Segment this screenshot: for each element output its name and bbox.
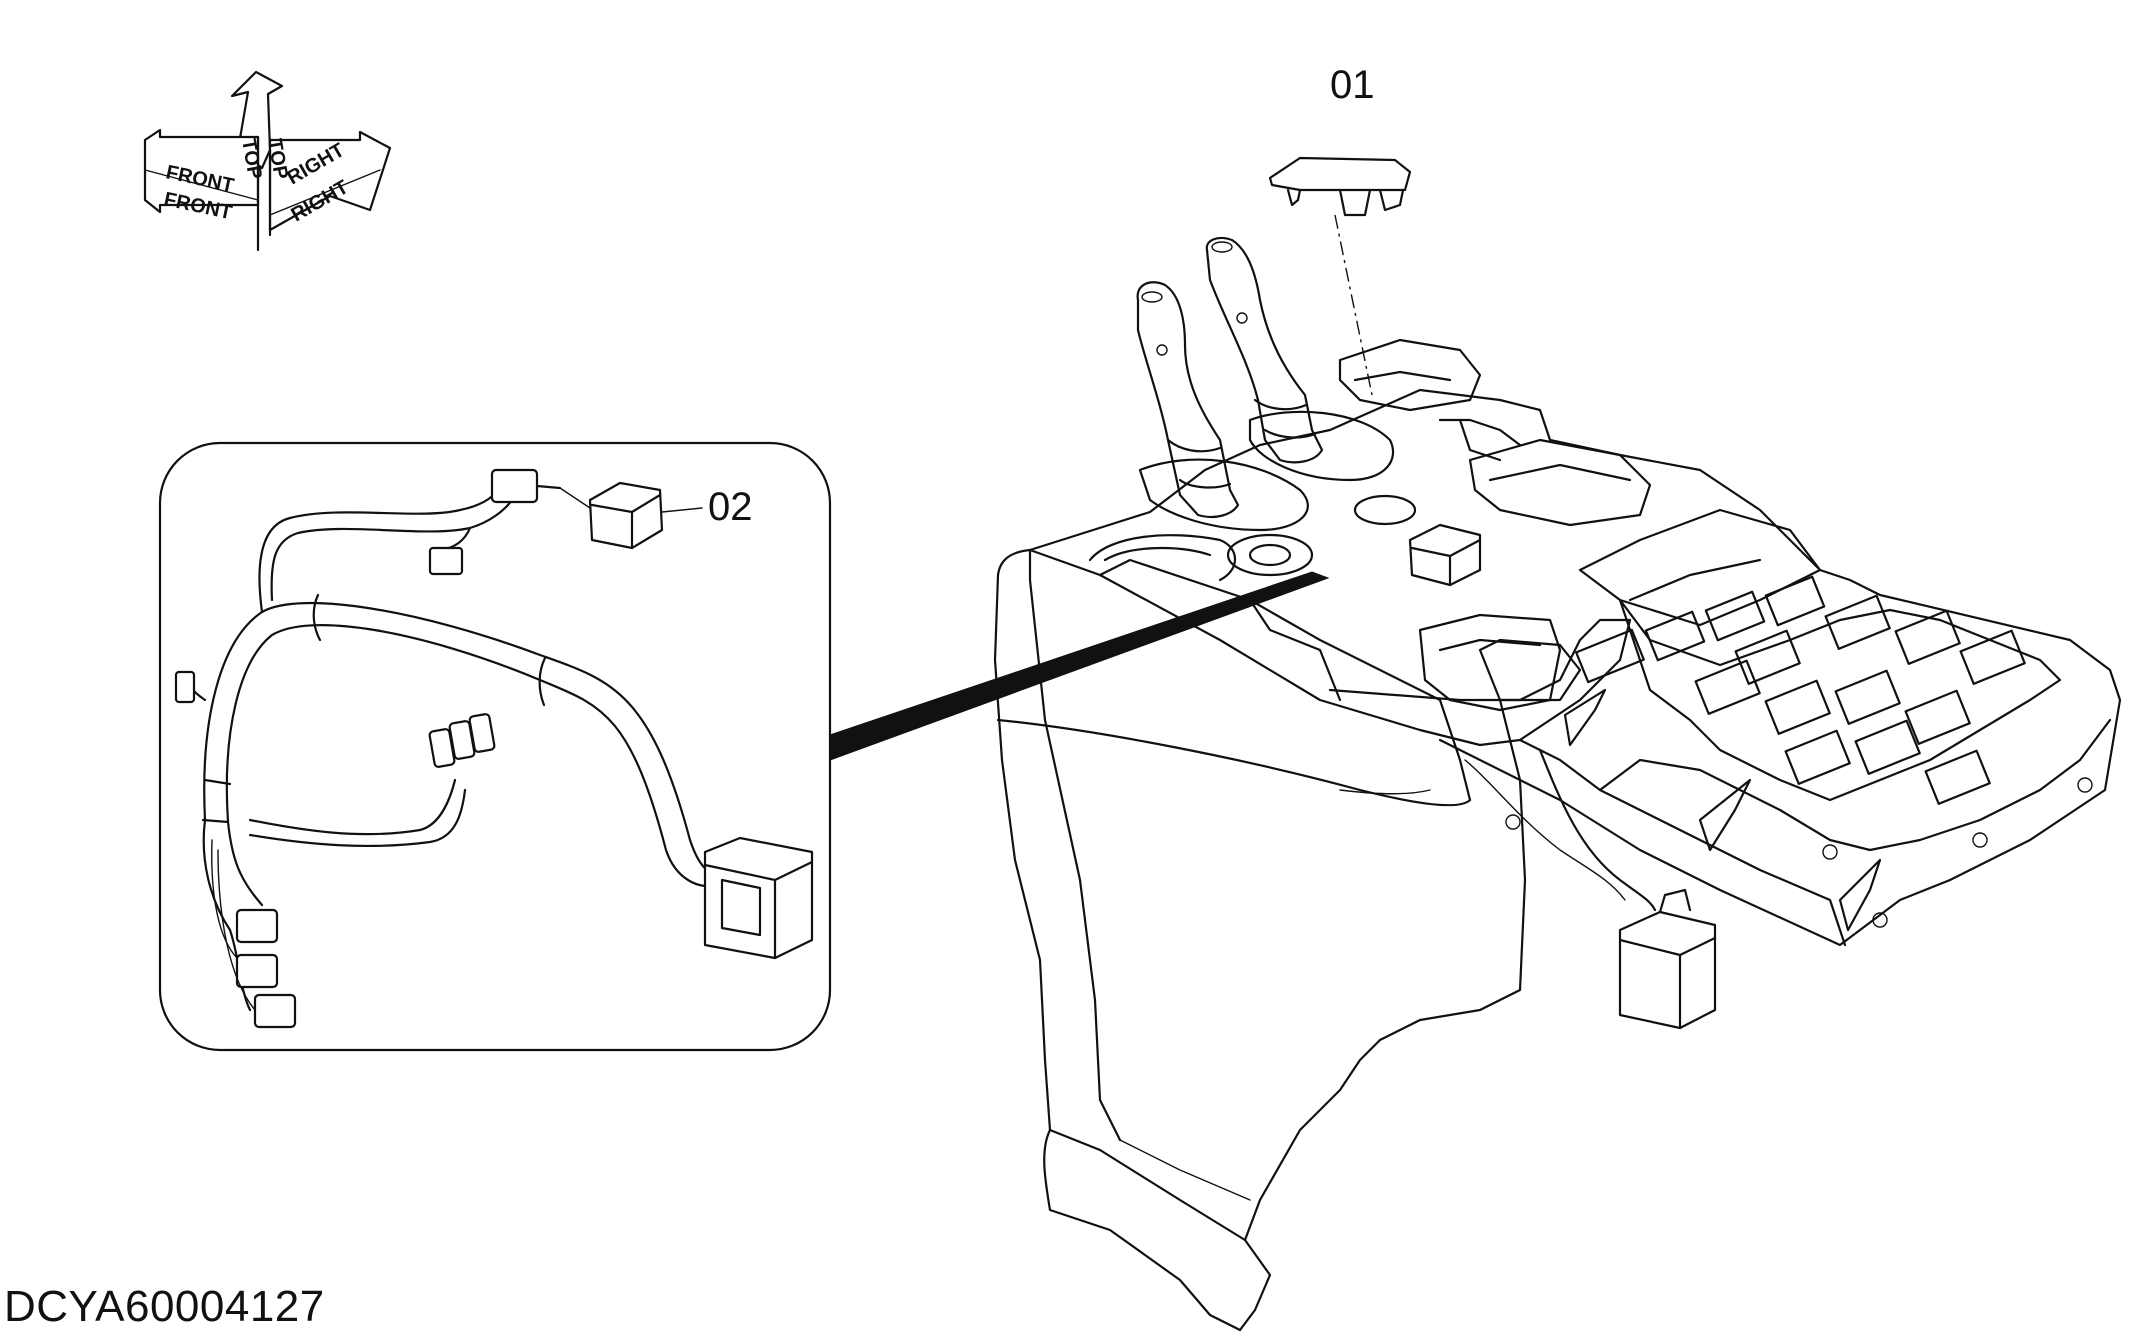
leader-line-01 <box>1334 214 1373 396</box>
left-joystick <box>1136 281 1240 519</box>
right-joystick <box>1205 236 1324 464</box>
part-02-connector <box>588 481 664 550</box>
connector-b-icon <box>235 953 279 989</box>
harness-trunk <box>203 601 732 875</box>
right-arrow-icon <box>268 130 392 232</box>
drawing-id: DCYA60004127 <box>4 1282 325 1331</box>
orientation-indicator: FRONT FRONT TOP TOP RIGHT RIGHT <box>143 70 392 252</box>
callout-02: 02 <box>708 485 753 529</box>
main-connector-icon <box>703 836 814 960</box>
callout-01: 01 <box>1330 63 1375 107</box>
small-connector-icon <box>490 468 539 504</box>
connector-a-icon <box>235 908 279 944</box>
lower-connector-icon <box>1618 910 1717 1030</box>
detail-inset <box>158 441 1330 1052</box>
switch-panel <box>1575 508 2062 805</box>
detail-leader-wedge <box>829 571 1330 761</box>
part-01-cap <box>1268 156 1412 396</box>
console-outline <box>996 388 2122 947</box>
connector-c-icon <box>253 993 297 1029</box>
control-console <box>993 236 2122 1332</box>
leader-line-02 <box>661 507 703 513</box>
